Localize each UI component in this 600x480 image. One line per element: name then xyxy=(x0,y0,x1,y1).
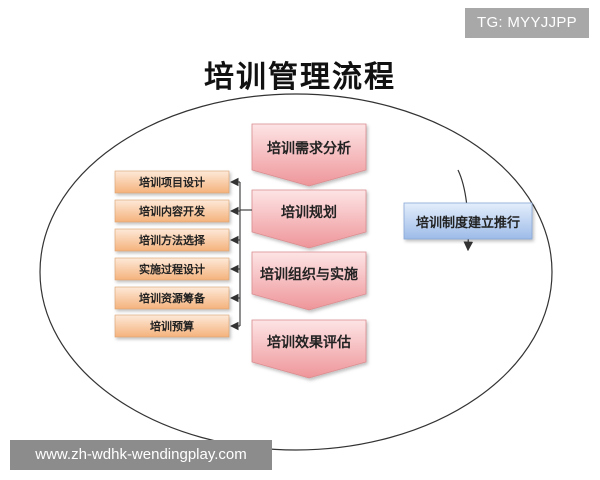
main-step-shape-2 xyxy=(251,189,367,249)
planning-item-shape-3 xyxy=(114,228,230,252)
planning-item-shape-6 xyxy=(114,314,230,338)
main-step-label-3: 培训组织与实施 xyxy=(260,267,358,283)
main-step-label-1: 培训需求分析 xyxy=(267,141,351,157)
watermark-tag: TG: MYYJJPP xyxy=(465,8,589,38)
main-step-label-2: 培训规划 xyxy=(281,205,337,221)
main-step-shape-4 xyxy=(251,319,367,379)
planning-item-shape-4 xyxy=(114,257,230,281)
main-step-shape-3 xyxy=(251,251,367,311)
planning-item-label-4: 实施过程设计 xyxy=(139,263,205,276)
main-step-shape-1 xyxy=(251,123,367,187)
main-step-shapes xyxy=(251,123,367,379)
planning-item-label-5: 培训资源筹备 xyxy=(139,292,205,305)
planning-item-label-6: 培训预算 xyxy=(150,320,194,333)
side-box-shape xyxy=(403,202,533,240)
planning-item-shape-5 xyxy=(114,286,230,310)
planning-item-label-3: 培训方法选择 xyxy=(139,234,205,247)
planning-item-shapes xyxy=(114,170,230,338)
planning-item-shape-1 xyxy=(114,170,230,194)
main-step-label-4: 培训效果评估 xyxy=(267,335,351,351)
diagram-title: 培训管理流程 xyxy=(204,60,396,95)
planning-item-label-2: 培训内容开发 xyxy=(139,205,205,218)
planning-item-shape-2 xyxy=(114,199,230,223)
planning-connectors xyxy=(229,177,252,331)
cycle-ellipse xyxy=(39,93,553,451)
planning-item-label-1: 培训项目设计 xyxy=(139,176,205,189)
url-watermark: www.zh-wdhk-wendingplay.com xyxy=(10,440,272,470)
side-box-label: 培训制度建立推行 xyxy=(415,215,520,231)
